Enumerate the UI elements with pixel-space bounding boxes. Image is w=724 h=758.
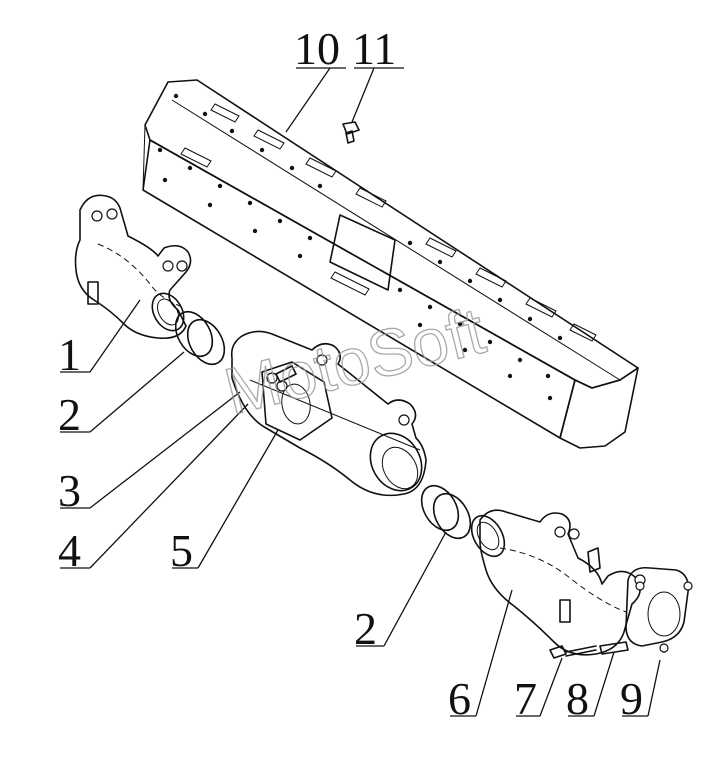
leader-lines <box>60 67 661 717</box>
shield-slots <box>180 103 597 342</box>
callout-1: 1 <box>58 329 81 380</box>
callout-4: 4 <box>58 525 81 576</box>
callout-2-lower: 2 <box>354 603 377 654</box>
callout-8: 8 <box>566 673 589 724</box>
seal-ring-upper <box>174 310 226 366</box>
heat-shield <box>142 79 639 449</box>
shield-rivets <box>157 93 563 401</box>
gasket-9 <box>625 566 693 653</box>
manifold-section-6 <box>470 509 646 656</box>
callout-6: 6 <box>448 673 471 724</box>
watermark-text: MotoSoft <box>217 293 491 429</box>
callout-5: 5 <box>170 525 193 576</box>
manifold-section-1 <box>74 194 192 340</box>
callout-10: 10 <box>294 23 340 74</box>
bolt-11 <box>342 121 360 144</box>
callout-9: 9 <box>620 673 643 724</box>
seal-ring-lower <box>420 484 472 540</box>
callout-11: 11 <box>352 23 396 74</box>
manifold-section-middle <box>230 330 427 497</box>
callout-2-upper: 2 <box>58 389 81 440</box>
stud-8 <box>599 641 629 655</box>
callout-7: 7 <box>514 673 537 724</box>
callout-3: 3 <box>58 465 81 516</box>
bolt-7 <box>549 645 597 659</box>
